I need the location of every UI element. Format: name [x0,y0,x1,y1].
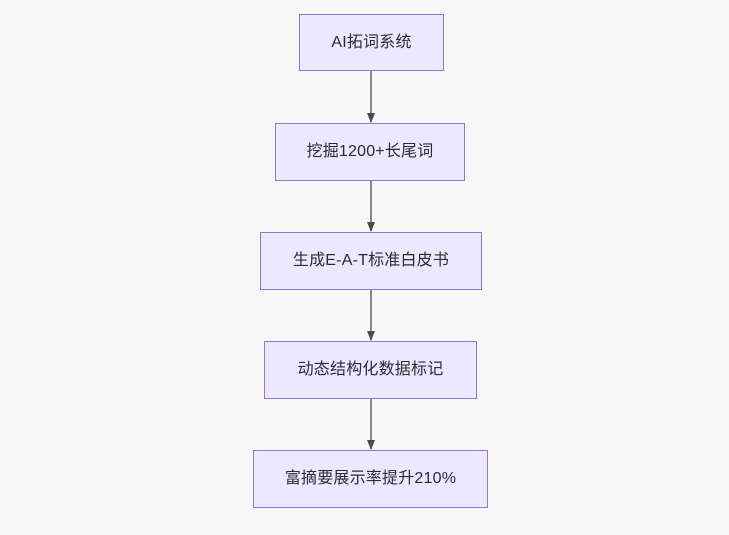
flowchart-node-label: 富摘要展示率提升210% [284,470,457,488]
flowchart-node-label: 动态结构化数据标记 [297,361,444,379]
flowchart-node[interactable]: AI拓词系统 [299,14,444,71]
flowchart-node-label: AI拓词系统 [331,33,412,51]
flowchart-node-label: 生成E-A-T标准白皮书 [292,252,450,270]
flowchart-node-label: 挖掘1200+长尾词 [306,143,434,161]
flowchart-node[interactable]: 生成E-A-T标准白皮书 [260,232,482,290]
flowchart-node[interactable]: 动态结构化数据标记 [264,341,477,399]
flowchart-node[interactable]: 挖掘1200+长尾词 [275,123,465,181]
flowchart-node[interactable]: 富摘要展示率提升210% [253,450,488,508]
